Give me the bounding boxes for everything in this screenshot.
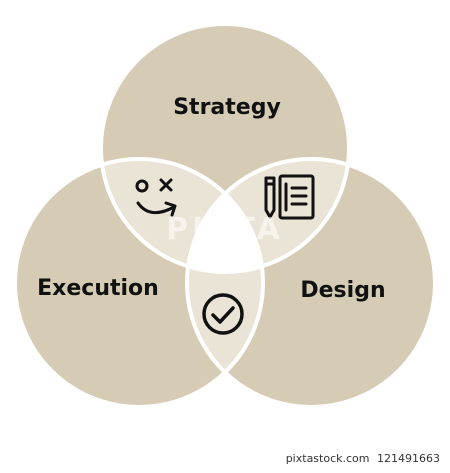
execution-label: Execution — [37, 276, 159, 301]
notebook-pen-icon — [264, 174, 315, 220]
footer-id: 121491663 — [377, 452, 440, 465]
strategy-outline — [99, 22, 351, 274]
watermark-text: PIXTA — [166, 212, 284, 247]
strategy-plan-icon — [135, 178, 177, 217]
check-circle-icon — [202, 293, 244, 335]
overlap-strategy-design — [187, 159, 349, 272]
design-outline — [185, 157, 437, 409]
strategy-label: Strategy — [173, 95, 281, 120]
footer-credit: pixtastock.com 121491663 — [282, 452, 440, 465]
execution-outline — [13, 157, 265, 409]
design-label: Design — [300, 278, 385, 303]
footer-site: pixtastock.com — [285, 452, 370, 465]
overlap-strategy-execution — [101, 159, 263, 272]
